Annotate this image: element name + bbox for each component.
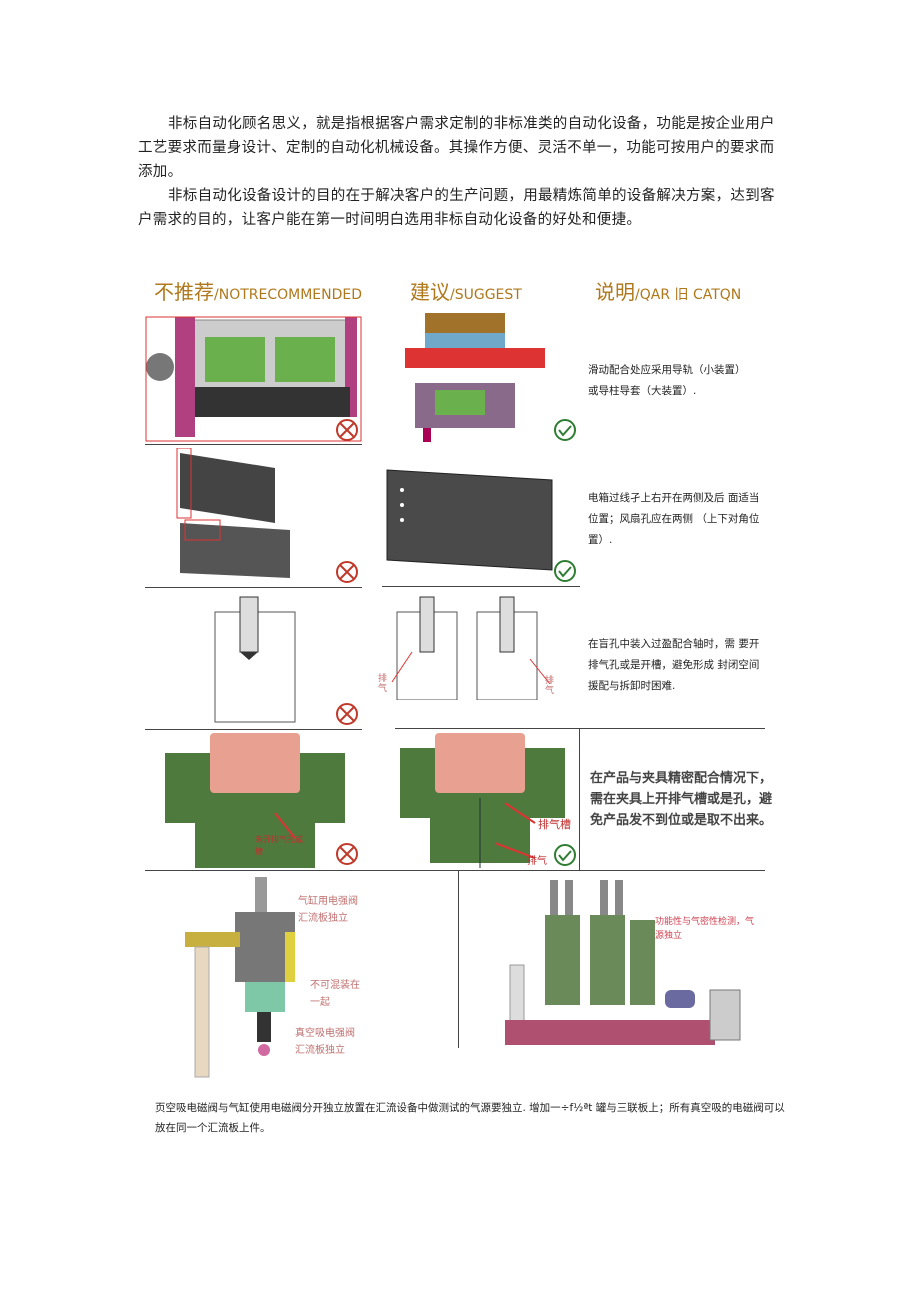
- label-vent-right: 排气: [545, 676, 555, 696]
- intro-paragraph-2: 非标自动化设备设计的目的在于解决客户的生产问题，用最精炼简单的设备解决方案，达到…: [138, 188, 775, 228]
- label-function-test: 功能性与气密性检测，气源独立: [655, 917, 755, 941]
- note-fixture: 在产品与夹具精密配合情况下，需在夹具上开排气槽或是孔，避免产品发不到位或是取不出…: [590, 771, 773, 828]
- footer-note: 页空吸电磁阀与气缸使用电磁阀分开独立放置在汇流设备中做测试的气源要独立. 增加一…: [155, 1102, 785, 1134]
- figure-blindhole-bad: [214, 596, 358, 725]
- label-no-mix: 不可混装在一起: [310, 980, 360, 1008]
- label-vent-slot: 排气槽: [538, 818, 571, 831]
- note-blindhole: 在盲孔中装入过盈配合轴时，需 要开排气孔或是开槽，避免形成 封闭空间援配与拆卸时…: [588, 638, 760, 692]
- figure-slide-good: [405, 313, 576, 442]
- cross-icon: [336, 843, 358, 865]
- cross-icon: [336, 419, 358, 441]
- header-not-recommended: 不推荐/NOTRECOMMENDED: [154, 280, 363, 304]
- cross-icon: [336, 561, 358, 583]
- header-suggest: 建议/SUGGEST: [410, 280, 522, 304]
- figure-box-bad: [176, 448, 358, 583]
- check-icon: [554, 419, 576, 441]
- check-icon: [554, 844, 576, 866]
- figure-blindhole-good: [391, 596, 551, 700]
- label-vent-left: 排气: [378, 674, 388, 694]
- figure-valve-good: [505, 880, 741, 1045]
- figure-fixture-good: [400, 733, 576, 868]
- intro-paragraph-1: 非标自动化顾名思义，就是指根据客户需求定制的非标准类的自动化设备，功能是按企业用…: [138, 116, 775, 180]
- figure-valve-bad: [185, 877, 295, 1078]
- figure-box-good: [386, 469, 576, 582]
- label-vent-bottom: 排气: [527, 856, 547, 867]
- header-explain: 说明/QAR 旧 CATQN: [595, 280, 742, 304]
- cross-icon: [336, 703, 358, 725]
- figure-slide-bad: [145, 316, 362, 442]
- check-icon: [554, 560, 576, 582]
- label-cylinder-valve: 气缸用电强阀汇流板独立: [298, 896, 358, 924]
- note-box: 电箱过线孑上右开在两侧及后 面适当位置；风扇孔应在两侧 （上下对角位置）.: [588, 492, 760, 546]
- label-no-vent: 未开排气孔或槽: [255, 835, 303, 856]
- label-vacuum-valve: 真空吸电强阀汇流板独立: [295, 1028, 355, 1056]
- figure-fixture-bad: [165, 733, 358, 868]
- note-slide: 滑动配合处应采用导轨（小装置）或导柱导套（大装置）.: [588, 364, 746, 397]
